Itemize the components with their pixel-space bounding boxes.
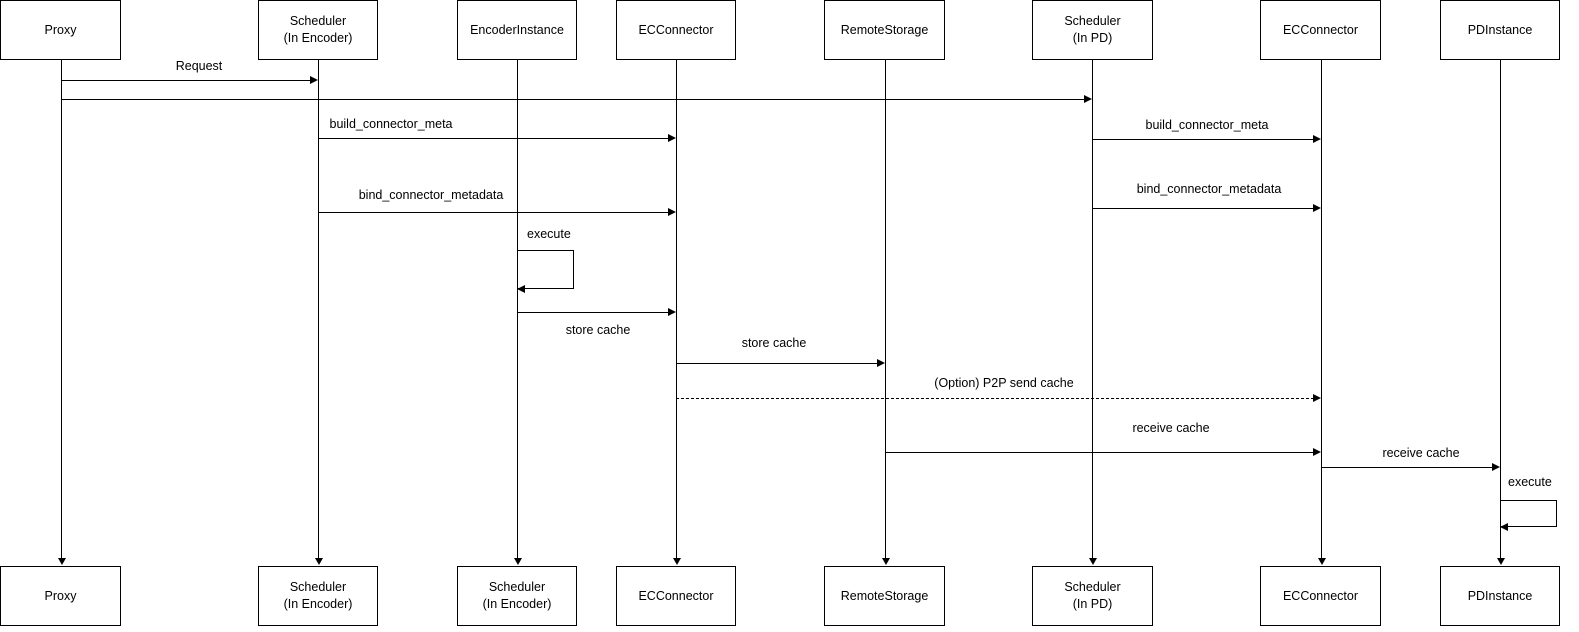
lifeline-remote_store [885, 60, 886, 559]
participant-box-bottom-pd_inst: PDInstance [1440, 566, 1560, 626]
message-line-m7 [517, 312, 669, 313]
participant-label-top-ec_conn_1: ECConnector [638, 22, 714, 37]
participant-box-bottom-proxy: Proxy [0, 566, 121, 626]
participant-box-top-proxy: Proxy [0, 0, 121, 60]
self-message-loop-s2 [1500, 500, 1557, 527]
participant-label-bottom-remote_store: RemoteStorage [840, 588, 929, 603]
participant-label-top-pd_inst: PDInstance [1467, 22, 1533, 37]
participant-sublabel-bottom-sched_enc: (In Encoder) [283, 597, 353, 611]
participant-box-bottom-ec_conn_2: ECConnector [1260, 566, 1381, 626]
participant-sublabel-bottom-encoder_inst: (In Encoder) [482, 597, 552, 611]
message-line-m11 [1321, 467, 1493, 468]
message-line-m3 [318, 138, 669, 139]
message-arrowhead-m11 [1492, 463, 1500, 471]
lifeline-arrowhead-ec_conn_2 [1317, 558, 1326, 565]
participant-box-top-ec_conn_2: ECConnector [1260, 0, 1381, 60]
lifeline-arrowhead-sched_pd [1088, 558, 1097, 565]
message-line-m4 [1092, 139, 1314, 140]
participant-sublabel-top-sched_enc: (In Encoder) [283, 31, 353, 45]
self-message-loop-s1 [517, 250, 574, 289]
message-label-m9: (Option) P2P send cache [934, 376, 1074, 390]
lifeline-arrowhead-encoder_inst [513, 558, 522, 565]
message-arrowhead-m5 [668, 208, 676, 216]
participant-box-bottom-sched_enc: Scheduler (In Encoder) [258, 566, 378, 626]
lifeline-arrowhead-ec_conn_1 [672, 558, 681, 565]
message-line-m9 [676, 398, 1314, 399]
participant-box-top-remote_store: RemoteStorage [824, 0, 945, 60]
participant-box-bottom-remote_store: RemoteStorage [824, 566, 945, 626]
participant-label-bottom-sched_pd: Scheduler [1064, 580, 1121, 595]
message-label-m5: bind_connector_metadata [358, 188, 504, 202]
participant-sublabel-bottom-sched_pd: (In PD) [1072, 597, 1113, 611]
participant-box-top-pd_inst: PDInstance [1440, 0, 1560, 60]
message-arrowhead-m8 [877, 359, 885, 367]
participant-label-bottom-ec_conn_2: ECConnector [1282, 588, 1359, 603]
message-line-m8 [676, 363, 878, 364]
message-arrowhead-m3 [668, 134, 676, 142]
message-label-m11: receive cache [1382, 446, 1460, 460]
participant-label-bottom-pd_inst: PDInstance [1467, 588, 1533, 603]
lifeline-proxy [61, 60, 62, 559]
participant-label-top-proxy: Proxy [44, 22, 77, 37]
participant-label-top-ec_conn_2: ECConnector [1282, 22, 1359, 37]
self-message-label-s1: execute [527, 227, 571, 241]
participant-box-bottom-sched_pd: Scheduler (In PD) [1032, 566, 1153, 626]
message-arrowhead-m7 [668, 308, 676, 316]
lifeline-sched_enc [318, 60, 319, 559]
participant-label-top-sched_pd: Scheduler [1064, 14, 1121, 29]
lifeline-arrowhead-proxy [57, 558, 66, 565]
message-label-m3: build_connector_meta [329, 117, 453, 131]
self-message-arrowhead-s2 [1500, 523, 1508, 531]
message-line-m2 [61, 99, 1085, 100]
participant-box-bottom-ec_conn_1: ECConnector [616, 566, 736, 626]
participant-sublabel-top-sched_pd: (In PD) [1072, 31, 1113, 45]
message-line-m1 [61, 80, 311, 81]
message-line-m6 [1092, 208, 1314, 209]
participant-label-top-sched_enc: Scheduler [289, 14, 347, 29]
participant-box-top-sched_pd: Scheduler (In PD) [1032, 0, 1153, 60]
participant-label-top-encoder_inst: EncoderInstance [470, 22, 564, 37]
lifeline-sched_pd [1092, 60, 1093, 559]
message-label-m8: store cache [741, 336, 807, 350]
lifeline-encoder_inst [517, 60, 518, 559]
lifeline-pd_inst [1500, 60, 1501, 559]
participant-label-bottom-encoder_inst: Scheduler [488, 580, 546, 595]
participant-box-top-ec_conn_1: ECConnector [616, 0, 736, 60]
lifeline-arrowhead-pd_inst [1496, 558, 1505, 565]
lifeline-arrowhead-sched_enc [314, 558, 323, 565]
message-arrowhead-m6 [1313, 204, 1321, 212]
message-line-m5 [318, 212, 669, 213]
participant-box-top-sched_enc: Scheduler (In Encoder) [258, 0, 378, 60]
self-message-arrowhead-s1 [517, 285, 525, 293]
lifeline-arrowhead-remote_store [881, 558, 890, 565]
lifeline-ec_conn_2 [1321, 60, 1322, 559]
message-label-m7: store cache [565, 323, 631, 337]
message-label-m1: Request [175, 59, 223, 73]
message-label-m6: bind_connector_metadata [1136, 182, 1282, 196]
message-arrowhead-m2 [1084, 95, 1092, 103]
message-arrowhead-m4 [1313, 135, 1321, 143]
message-arrowhead-m1 [310, 76, 318, 84]
participant-box-bottom-encoder_inst: Scheduler (In Encoder) [457, 566, 577, 626]
participant-label-bottom-sched_enc: Scheduler [289, 580, 347, 595]
message-line-m10 [885, 452, 1314, 453]
message-label-m4: build_connector_meta [1145, 118, 1269, 132]
participant-box-top-encoder_inst: EncoderInstance [457, 0, 577, 60]
message-arrowhead-m10 [1313, 448, 1321, 456]
message-label-m10: receive cache [1132, 421, 1210, 435]
participant-label-top-remote_store: RemoteStorage [840, 22, 929, 37]
self-message-label-s2: execute [1508, 475, 1552, 489]
lifeline-ec_conn_1 [676, 60, 677, 559]
participant-label-bottom-ec_conn_1: ECConnector [638, 588, 714, 603]
participant-label-bottom-proxy: Proxy [44, 588, 77, 603]
message-arrowhead-m9 [1313, 394, 1321, 402]
